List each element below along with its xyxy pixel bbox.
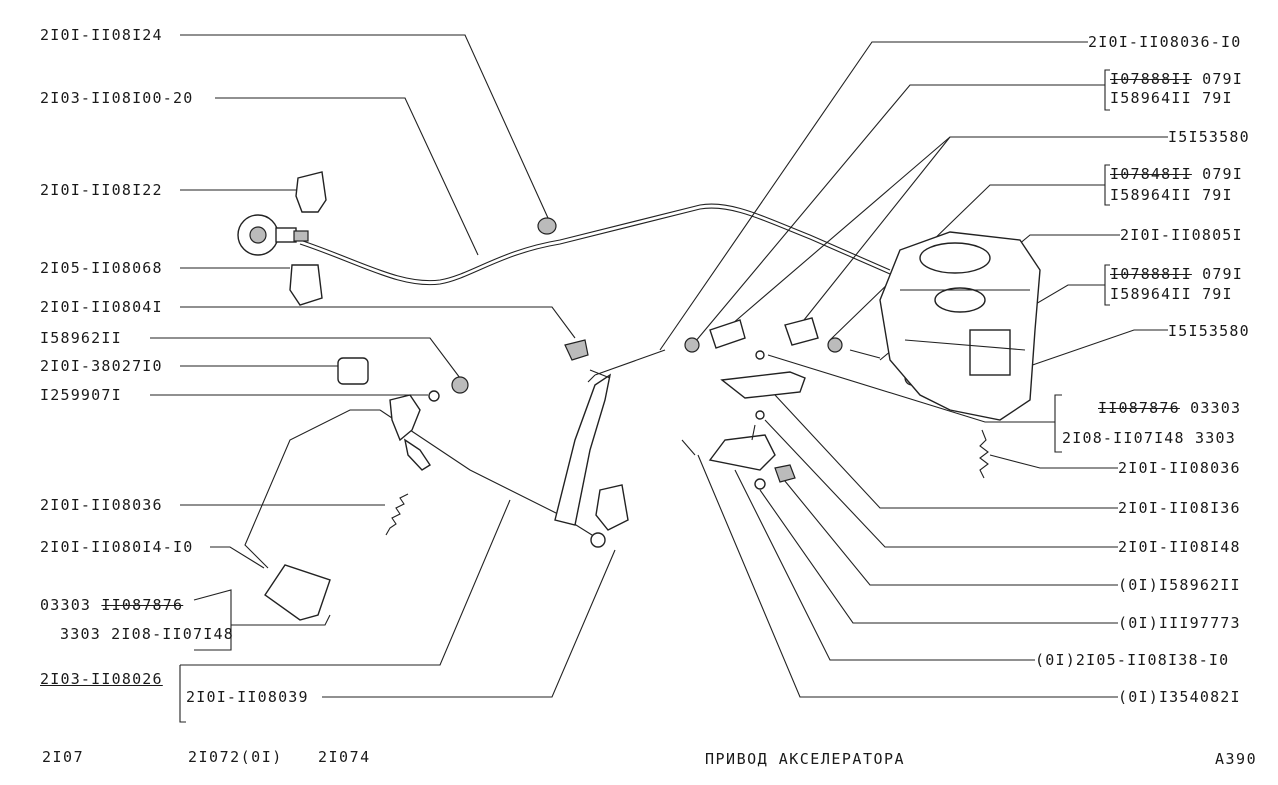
label-pedal-pad-old: 03303 II087876 <box>40 596 183 614</box>
washer-left <box>428 390 440 402</box>
small-bracket <box>564 339 589 361</box>
lever-bracket <box>720 350 806 420</box>
label-washer-left: I259907I <box>40 386 122 404</box>
left-leader-lines <box>150 34 616 723</box>
footer-model-21074: 2I074 <box>318 748 371 766</box>
cable-bushing <box>537 217 557 235</box>
label-pedal-lever: 2I0I-II08039 <box>186 688 309 706</box>
choke-knob <box>237 214 309 256</box>
label-pin: (0I)I354082I <box>1118 688 1241 706</box>
label-cable-bushing: 2I0I-II08I24 <box>40 26 163 44</box>
label-nut-right: (0I)I58962II <box>1118 576 1241 594</box>
label-spring-right: 2I0I-II08036 <box>1118 459 1241 477</box>
label-nut-a-old-code: 079I <box>1202 70 1244 88</box>
carburetor <box>879 231 1041 421</box>
footer-model-2107: 2I07 <box>42 748 85 766</box>
label-throttle-rod: 2I0I-II08036-I0 <box>1088 33 1242 51</box>
nut-left <box>451 376 469 394</box>
label-nut-b-old: I07848II 079I <box>1110 165 1243 183</box>
label-switch: 2I0I-38027I0 <box>40 357 163 375</box>
label-lever-old-num: II087876 <box>1098 399 1180 417</box>
label-nut-a-old-num: I07888II <box>1110 70 1192 88</box>
label-cable-clip: 2I0I-II08I22 <box>40 181 163 199</box>
throttle-cable <box>299 203 891 286</box>
footer-page-number: A390 <box>1215 750 1258 768</box>
label-pedal-rod: 2I0I-II080I4-I0 <box>40 538 194 556</box>
label-pedal-pad-new: 3303 2I08-II07I48 <box>60 625 234 643</box>
label-lever-old: II087876 03303 <box>1098 399 1241 417</box>
label-bushing-lower: I5I53580 <box>1168 322 1250 340</box>
label-lever-bracket: 2I0I-II08I36 <box>1118 499 1241 517</box>
label-small-bracket: 2I0I-II0804I <box>40 298 163 316</box>
label-nut-b-old-code: 079I <box>1202 165 1244 183</box>
label-pedal-pad-old-num: II087876 <box>101 596 184 614</box>
spring-clip <box>289 264 323 306</box>
label-washer-right: 2I0I-II08I48 <box>1118 538 1241 556</box>
label-bushing-upper: I5I53580 <box>1168 128 1250 146</box>
label-spring-left: 2I0I-II08036 <box>40 496 163 514</box>
switch-part <box>337 357 369 385</box>
label-pedal-pad-old-code: 03303 <box>40 596 92 614</box>
label-lever-old-code: 03303 <box>1190 399 1242 417</box>
label-nut-c-old: I07888II 079I <box>1110 265 1243 283</box>
label-pedal-assembly: 2I03-II08026 <box>40 670 163 688</box>
pedal-assembly <box>244 369 629 621</box>
spring-right <box>979 429 989 479</box>
label-bracket-lower: (0I)2I05-II08I38-I0 <box>1035 651 1230 669</box>
label-nut-b-old-num: I07848II <box>1110 165 1192 183</box>
label-nut-c-new: I58964II 79I <box>1110 285 1233 303</box>
label-nut-left: I58962II <box>40 329 122 347</box>
throttle-rod <box>587 349 666 383</box>
label-nut-b-new: I58964II 79I <box>1110 186 1233 204</box>
label-nut-c-old-code: 079I <box>1202 265 1244 283</box>
bracket-lower <box>681 424 796 490</box>
label-nut-c-old-num: I07888II <box>1110 265 1192 283</box>
label-link-rod: 2I0I-II0805I <box>1120 226 1243 244</box>
label-throttle-cable: 2I03-II08I00-20 <box>40 89 194 107</box>
label-lever-new: 2I08-II07I48 3303 <box>1062 429 1236 447</box>
spring-left <box>385 493 409 536</box>
label-washer-lower: (0I)III97773 <box>1118 614 1241 632</box>
label-nut-a-new: I58964II 79I <box>1110 89 1233 107</box>
footer-title: ПРИВОД АКСЕЛЕРАТОРА <box>705 750 906 768</box>
label-nut-a-old: I07888II 079I <box>1110 70 1243 88</box>
footer-model-21072: 2I072(0I) <box>188 748 283 766</box>
cable-clip <box>295 171 327 213</box>
label-spring-clip: 2I05-II08068 <box>40 259 163 277</box>
